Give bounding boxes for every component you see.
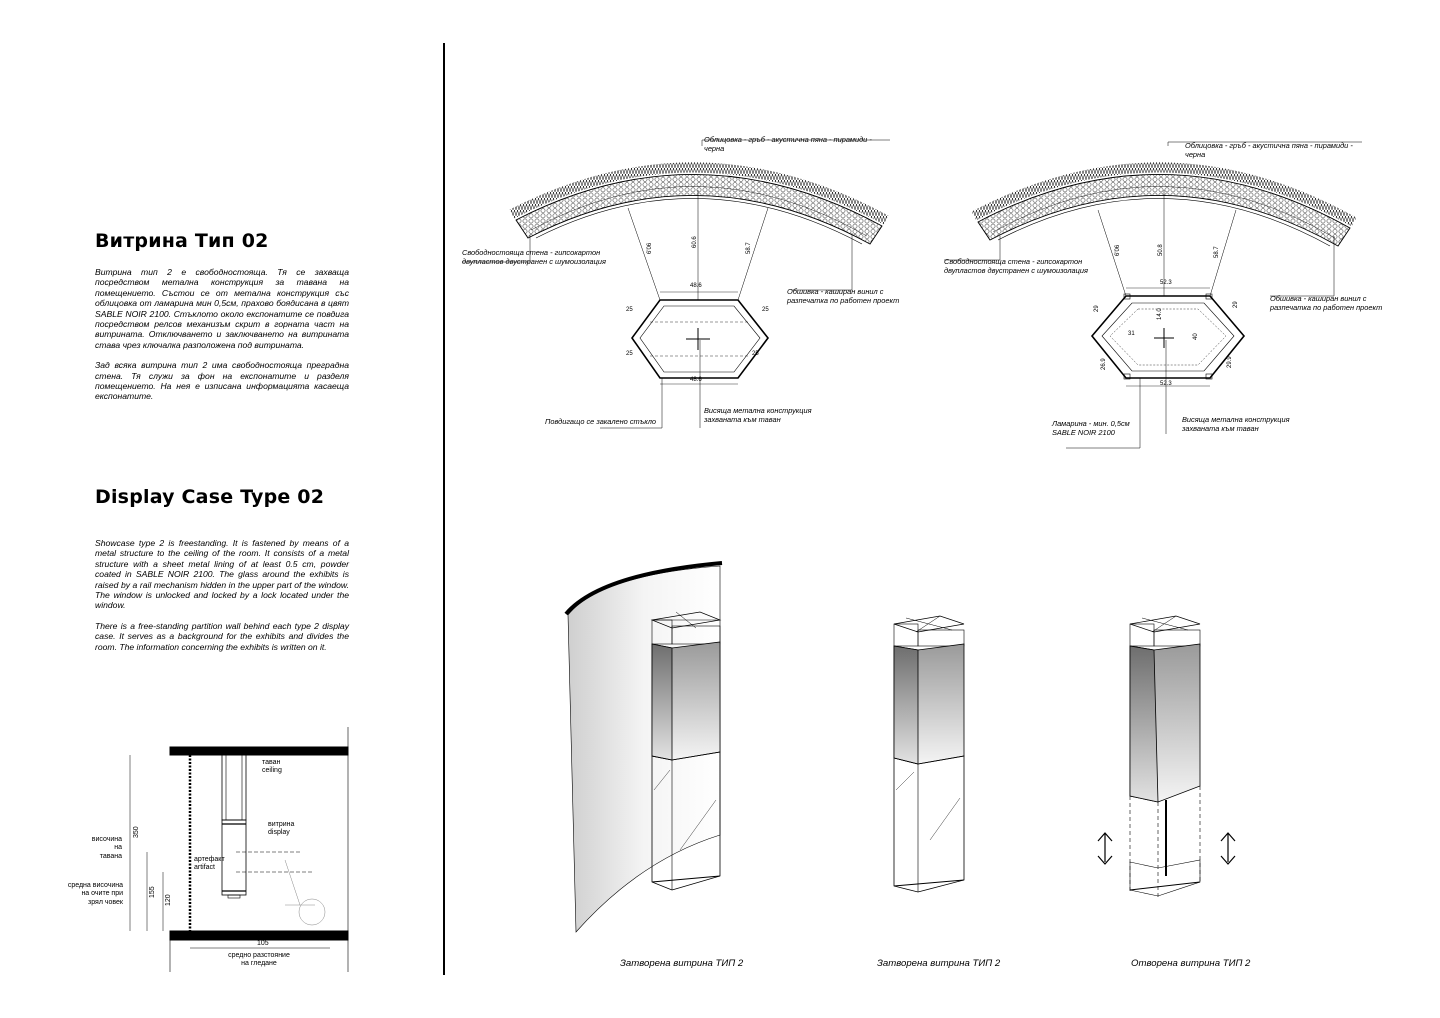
- plan1-dim-bottom: 48.6: [690, 377, 702, 383]
- plan1-dim-top: 48.6: [690, 283, 702, 289]
- plan1-dim-ur: 25: [762, 307, 769, 313]
- plan2-structure-note: Висяща метална конструкция захваната към…: [1182, 415, 1290, 433]
- bg-description: Витрина тип 2 е свободностояща. Тя се за…: [95, 267, 349, 412]
- plan1-cladding-note: Облицовка - гръб - акустична пяна - пира…: [704, 135, 872, 153]
- plan2-sheet-note: Ламарина - мин. 0,5см SABLE NOIR 2100: [1052, 419, 1130, 437]
- en-paragraph-1: Showcase type 2 is freestanding. It is f…: [95, 538, 349, 611]
- plan2-dim-inner: 31: [1128, 331, 1135, 337]
- plan1-dim-ll: 25: [626, 351, 633, 357]
- plan2-dim-top: 52.3: [1160, 280, 1172, 286]
- column-divider: [443, 43, 445, 975]
- plan1-covering-note: Обшивка - каширан винил с разпечатка по …: [787, 287, 900, 305]
- plan2-wall-note: Свободностояща стена - гипсокартон двупл…: [944, 257, 1088, 275]
- caption-view-1: Затворена витрина ТИП 2: [620, 958, 744, 969]
- bg-paragraph-2: Зад всяка витрина тип 2 има свободностоя…: [95, 360, 349, 402]
- label-artifact: артефакт artifact: [194, 856, 225, 872]
- bg-paragraph-1: Витрина тип 2 е свободностояща. Тя се за…: [95, 267, 349, 350]
- label-ceiling-height: височина на тавана: [91, 836, 122, 860]
- view-2: [893, 615, 965, 893]
- bg-title: Витрина Тип 02: [95, 230, 269, 252]
- label-viewing-distance: средно разстояние на гледане: [228, 952, 290, 968]
- label-display: витрина display: [268, 821, 295, 837]
- plan2-cladding-note: Облицовка - гръб - акустична пяна - пира…: [1185, 141, 1353, 159]
- caption-view-3: Отворена витрина ТИП 2: [1131, 958, 1251, 969]
- en-description: Showcase type 2 is freestanding. It is f…: [95, 538, 349, 662]
- plan1-dim-ul: 25: [626, 307, 633, 313]
- plan1-glass-note: Повдигащо се закалено стъкло: [545, 417, 657, 426]
- view-3: [1097, 615, 1236, 900]
- dim-105: 105: [257, 940, 269, 947]
- plan1-structure-note: Висяща метална конструкция захваната към…: [704, 406, 812, 424]
- view-1: [564, 561, 723, 933]
- plan1-dim-lr: 25: [752, 351, 759, 357]
- plan2-dim-bottom: 52.3: [1160, 381, 1172, 387]
- section-lines: [129, 727, 349, 972]
- caption-view-2: Затворена витрина ТИП 2: [877, 958, 1001, 969]
- arrow-up-down-icon-left: [1097, 832, 1113, 865]
- en-paragraph-2: There is a free-standing partition wall …: [95, 620, 349, 652]
- label-ceiling: таван ceiling: [262, 759, 282, 775]
- en-title: Display Case Type 02: [95, 486, 325, 508]
- arrow-up-down-icon-right: [1220, 832, 1236, 865]
- plan-2: [944, 141, 1362, 449]
- plan1-wall-note: Свободностояща стена - гипсокартон двупл…: [462, 248, 606, 266]
- plan2-covering-note: Обшивка - каширан винил с разпечатка по …: [1270, 294, 1383, 312]
- plan-1: [462, 139, 890, 429]
- label-eye-height: средна височина на очите при зрял човек: [67, 882, 123, 906]
